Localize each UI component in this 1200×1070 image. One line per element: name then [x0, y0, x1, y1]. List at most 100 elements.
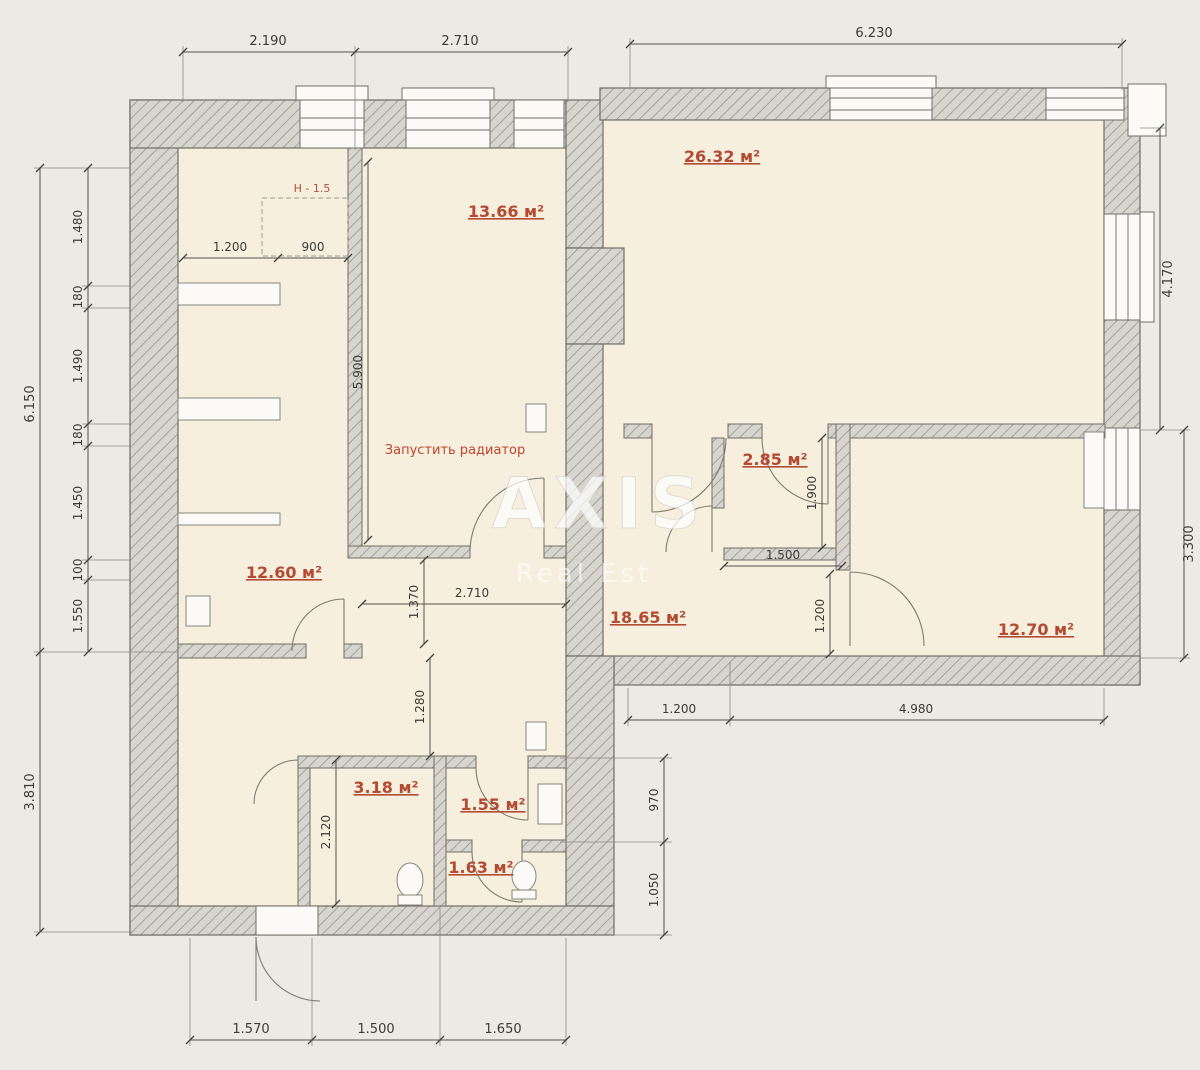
dim-1200-vert-group: 1.200 — [813, 569, 835, 659]
window-top-right-2-glass — [1046, 97, 1124, 111]
area-bathroom: 3.18 м² — [353, 778, 418, 797]
window-top-right-1-glass — [830, 97, 932, 111]
window-top-right-2 — [1045, 87, 1125, 121]
window-top-left-1 — [299, 99, 365, 149]
window-right-1 — [1103, 213, 1141, 321]
door-balcony — [255, 936, 321, 1002]
door-bedroom-left — [291, 598, 345, 652]
dim-1280-group: 1.280 — [413, 653, 435, 761]
dimensions: 2.190 2.710 6.230 6.150 3.810 1.480 180 … — [23, 26, 1197, 1046]
watermark-title: AXIS — [492, 463, 709, 545]
wall-living-bottom-c — [827, 423, 1106, 439]
sink-wc-upper — [537, 783, 563, 825]
window-top-left-2-glass — [406, 117, 490, 131]
dim-bedroom-top-group: 1.200 900 — [178, 240, 353, 263]
dim-2710-group: 2.710 — [357, 586, 571, 609]
area-kitchen: 13.66 м² — [468, 202, 544, 221]
radiator-niche-1 — [177, 282, 281, 306]
wall-wc-divider-b — [521, 839, 567, 853]
window-top-right-1-sill — [825, 75, 937, 89]
wall-bathroom-left — [297, 755, 311, 907]
door-bathroom — [253, 759, 299, 805]
dim-left-inner-5: 100 — [71, 559, 85, 582]
radiator-niche-2 — [177, 397, 281, 421]
wall-wc-divider-a — [445, 839, 473, 853]
wall-mid-block — [565, 247, 625, 345]
wall-bedroom-bottom-a — [177, 643, 307, 659]
dim-left-inner-4: 1.450 — [71, 486, 85, 520]
door-pantry — [665, 505, 713, 553]
floor-areas — [178, 120, 1105, 906]
dim-kitchen-height-group: 5.900 — [351, 157, 373, 545]
area-wc-upper: 1.55 м² — [460, 795, 525, 814]
dim-1500-group: 1.500 — [719, 548, 847, 571]
toilet-bathroom-tank — [397, 894, 423, 906]
dim-1900-group: 1.900 — [805, 433, 827, 553]
dim-bottom-1: 1.500 — [357, 1022, 394, 1037]
radiator-note: Запустить радиатор — [385, 443, 525, 458]
wall-mid-bottom — [565, 655, 615, 907]
dim-left-outer-1: 3.810 — [23, 773, 38, 810]
window-top-left-1-sill — [295, 85, 369, 101]
electric-panel — [185, 595, 211, 627]
door-bedroom-right — [849, 571, 925, 647]
wall-bottom-left — [129, 905, 615, 936]
dim-inner-12: 970 — [647, 789, 661, 812]
height-note: H - 1.5 — [294, 182, 331, 195]
area-hall: 18.65 м² — [610, 608, 686, 627]
wall-bottom-right — [613, 655, 1141, 686]
dim-right-wing-bottom-group: 1.200 4.980 — [623, 662, 1109, 726]
window-top-left-3 — [513, 99, 565, 149]
dim-inner-0: 1.200 — [213, 240, 247, 254]
wall-living-bottom-a — [623, 423, 653, 439]
toilet-wc-tank — [511, 889, 537, 900]
wall-right — [1103, 87, 1141, 686]
floor-left-wing — [178, 148, 603, 906]
annotations: Запустить радиатор H - 1.5 — [294, 182, 526, 458]
dim-bottom-0: 1.570 — [232, 1022, 269, 1037]
dim-top-2: 6.230 — [855, 26, 892, 41]
dim-inner-1: 900 — [302, 240, 325, 254]
area-bedroom-left: 12.60 м² — [246, 563, 322, 582]
dim-inner-2: 5.900 — [351, 355, 365, 389]
dim-inner-10: 1.200 — [662, 702, 696, 716]
dim-inner-3: 1.370 — [407, 585, 421, 619]
dim-970-1050-group: 970 1.050 — [560, 753, 672, 940]
dim-left-inner-6: 1.550 — [71, 599, 85, 633]
dim-inner-6: 2.120 — [319, 815, 333, 849]
dim-top-1: 2.710 — [441, 34, 478, 49]
dim-bottom-group: 1.570 1.500 1.650 — [185, 908, 571, 1046]
floor-right-wing — [600, 120, 1105, 656]
dim-1370-group: 1.370 — [407, 555, 429, 649]
dim-inner-8: 1.500 — [766, 548, 800, 562]
doors — [253, 437, 925, 1002]
window-top-right-1 — [829, 87, 933, 121]
dim-left-inner-2: 1.490 — [71, 349, 85, 383]
radiator-niche-3 — [177, 512, 281, 526]
dim-right-group: 4.170 3.300 — [1140, 123, 1197, 663]
fixtures — [177, 197, 1105, 906]
dim-left-inner-1: 180 — [71, 286, 85, 309]
dim-inner-13: 1.050 — [647, 873, 661, 907]
dim-inner-9: 1.200 — [813, 599, 827, 633]
window-top-left-3-glass — [514, 117, 564, 131]
room-labels: 26.32 м² 13.66 м² 12.60 м² 2.85 м² 18.65… — [246, 147, 1074, 877]
toilet-bathroom — [396, 862, 424, 898]
dim-right-1: 3.300 — [1182, 525, 1197, 562]
watermark: AXIS Real Est — [491, 463, 709, 590]
wall-bathroom-top — [297, 755, 447, 769]
dim-top-0: 2.190 — [249, 34, 286, 49]
door-living-1 — [651, 437, 727, 513]
window-right-1-glass — [1115, 214, 1129, 320]
mezzanine-outline — [261, 197, 349, 257]
dim-2120-group: 2.120 — [319, 755, 341, 909]
dim-left-inner-3: 180 — [71, 424, 85, 447]
corner-pier — [1127, 83, 1167, 137]
window-top-left-1-glass — [300, 117, 364, 131]
window-right-2 — [1103, 427, 1141, 511]
area-bedroom-right: 12.70 м² — [998, 620, 1074, 639]
wall-kitchen-bottom-b — [543, 545, 567, 559]
watermark-subtitle: Real Est — [516, 559, 652, 589]
dim-left-inner-0: 1.480 — [71, 210, 85, 244]
wall-kitchen-bottom-a — [347, 545, 471, 559]
